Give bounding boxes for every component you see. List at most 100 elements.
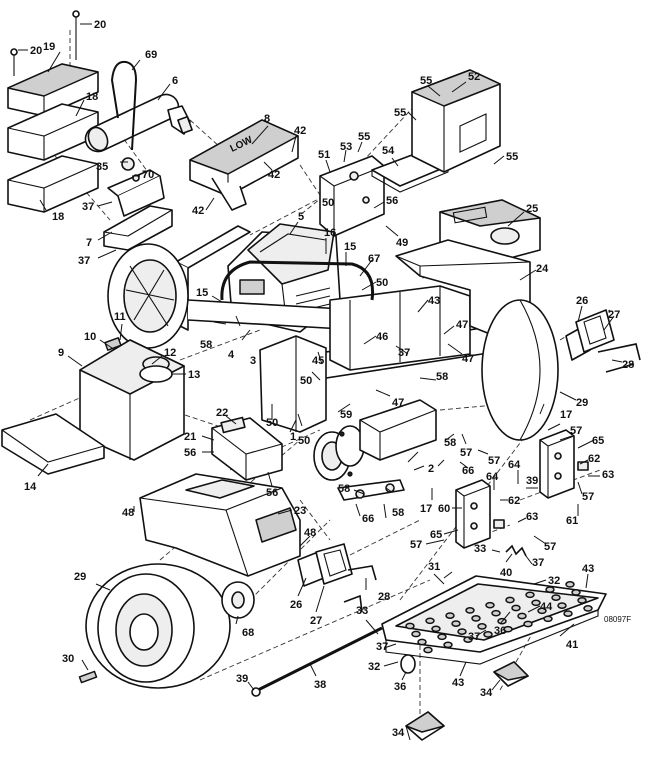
heat-shield xyxy=(103,205,173,251)
callout-66: 66 xyxy=(462,465,474,477)
footboard-hole xyxy=(451,620,461,627)
bracket-61 xyxy=(539,429,575,499)
callout-47: 47 xyxy=(456,319,468,331)
callout-8: 8 xyxy=(264,113,270,125)
callout-62: 62 xyxy=(508,495,520,507)
footboard-hole xyxy=(485,601,495,609)
spring-40 xyxy=(505,544,527,557)
bushing-36 xyxy=(400,654,416,674)
callout-25: 25 xyxy=(526,203,538,215)
callout-17: 17 xyxy=(560,409,572,421)
callout-62: 62 xyxy=(588,453,600,465)
foot-pad-34-lower xyxy=(405,711,445,741)
footboard xyxy=(381,575,607,665)
callout-37: 37 xyxy=(532,557,544,569)
callout-41: 41 xyxy=(566,639,578,651)
callout-57: 57 xyxy=(460,447,472,459)
callout-36: 36 xyxy=(394,681,406,693)
callout-1: 1 xyxy=(290,431,296,443)
bolt-20-right xyxy=(72,10,80,60)
callout-22: 22 xyxy=(216,407,228,419)
hub-cap-68 xyxy=(221,581,255,619)
callout-59: 59 xyxy=(340,409,352,421)
callout-56: 56 xyxy=(386,195,398,207)
callout-29: 29 xyxy=(74,571,86,583)
footboard-hole xyxy=(471,615,481,622)
figure-code: 08097F xyxy=(604,615,631,624)
callout-42: 42 xyxy=(268,169,280,181)
footboard-hole xyxy=(511,604,521,612)
callout-55: 55 xyxy=(420,75,432,87)
callout-37: 37 xyxy=(82,201,94,213)
callout-58: 58 xyxy=(392,507,404,519)
footboard-hole xyxy=(551,594,561,601)
footboard-hole xyxy=(531,599,541,607)
axle-hub xyxy=(313,425,365,481)
callout-58: 58 xyxy=(338,483,350,495)
callout-3: 3 xyxy=(250,355,256,367)
footboard-hole xyxy=(491,609,501,617)
callout-27: 27 xyxy=(608,309,620,321)
callout-58: 58 xyxy=(436,371,448,383)
callout-53: 53 xyxy=(340,141,352,153)
taillight-upper xyxy=(565,309,641,373)
seat-frame-box xyxy=(411,69,501,173)
callout-26: 26 xyxy=(290,599,302,611)
taillight-lower xyxy=(297,543,377,613)
callout-26: 26 xyxy=(576,295,588,307)
callout-57: 57 xyxy=(582,491,594,503)
hood-cover: LOW xyxy=(189,119,299,211)
footboard-hole xyxy=(563,610,573,617)
footboard-hole xyxy=(443,641,453,649)
callout-11: 11 xyxy=(114,311,126,323)
footboard-hole xyxy=(437,633,447,641)
callout-55: 55 xyxy=(358,131,370,143)
callout-18: 18 xyxy=(86,91,98,103)
footboard-hole xyxy=(557,602,567,609)
footboard-hole xyxy=(565,581,575,588)
callout-66: 66 xyxy=(362,513,374,525)
callout-63: 63 xyxy=(602,469,614,481)
footboard-hole xyxy=(445,612,455,619)
footboard-hole xyxy=(431,625,441,633)
callout-49: 49 xyxy=(396,237,408,249)
callout-67: 67 xyxy=(368,253,380,265)
steering-yoke xyxy=(359,399,437,461)
callout-20: 20 xyxy=(94,19,106,31)
callout-56: 56 xyxy=(266,487,278,499)
callout-43: 43 xyxy=(582,563,594,575)
callout-18: 18 xyxy=(52,211,64,223)
callout-27: 27 xyxy=(310,615,322,627)
callout-61: 61 xyxy=(566,515,578,527)
callout-29: 29 xyxy=(576,397,588,409)
callout-54: 54 xyxy=(382,145,395,157)
footboard-hole xyxy=(583,605,593,612)
muffler xyxy=(84,93,193,153)
callout-19: 19 xyxy=(43,41,55,53)
callout-58: 58 xyxy=(200,339,212,351)
callout-24: 24 xyxy=(536,263,549,275)
footboard-hole xyxy=(425,617,435,625)
callout-34: 34 xyxy=(392,727,405,739)
bracket-60 xyxy=(455,479,491,549)
callout-16: 16 xyxy=(324,227,336,239)
foot-pad-34-right xyxy=(493,661,529,687)
callout-15: 15 xyxy=(344,241,356,253)
front-tire xyxy=(85,563,231,689)
callout-37: 37 xyxy=(376,641,388,653)
footboard-hole xyxy=(423,646,433,654)
callout-47: 47 xyxy=(462,353,474,365)
callout-43: 43 xyxy=(428,295,440,307)
callout-28: 28 xyxy=(378,591,390,603)
callout-15: 15 xyxy=(196,287,208,299)
callout-39: 39 xyxy=(526,475,538,487)
rear-right-wheel xyxy=(481,299,559,441)
callout-33: 33 xyxy=(474,543,486,555)
rear-left-wheel xyxy=(107,243,189,349)
callout-32: 32 xyxy=(368,661,380,673)
footboard-hole xyxy=(417,638,427,646)
callout-57: 57 xyxy=(410,539,422,551)
callout-55: 55 xyxy=(394,107,406,119)
callout-50: 50 xyxy=(266,417,278,429)
callout-7: 7 xyxy=(86,237,92,249)
